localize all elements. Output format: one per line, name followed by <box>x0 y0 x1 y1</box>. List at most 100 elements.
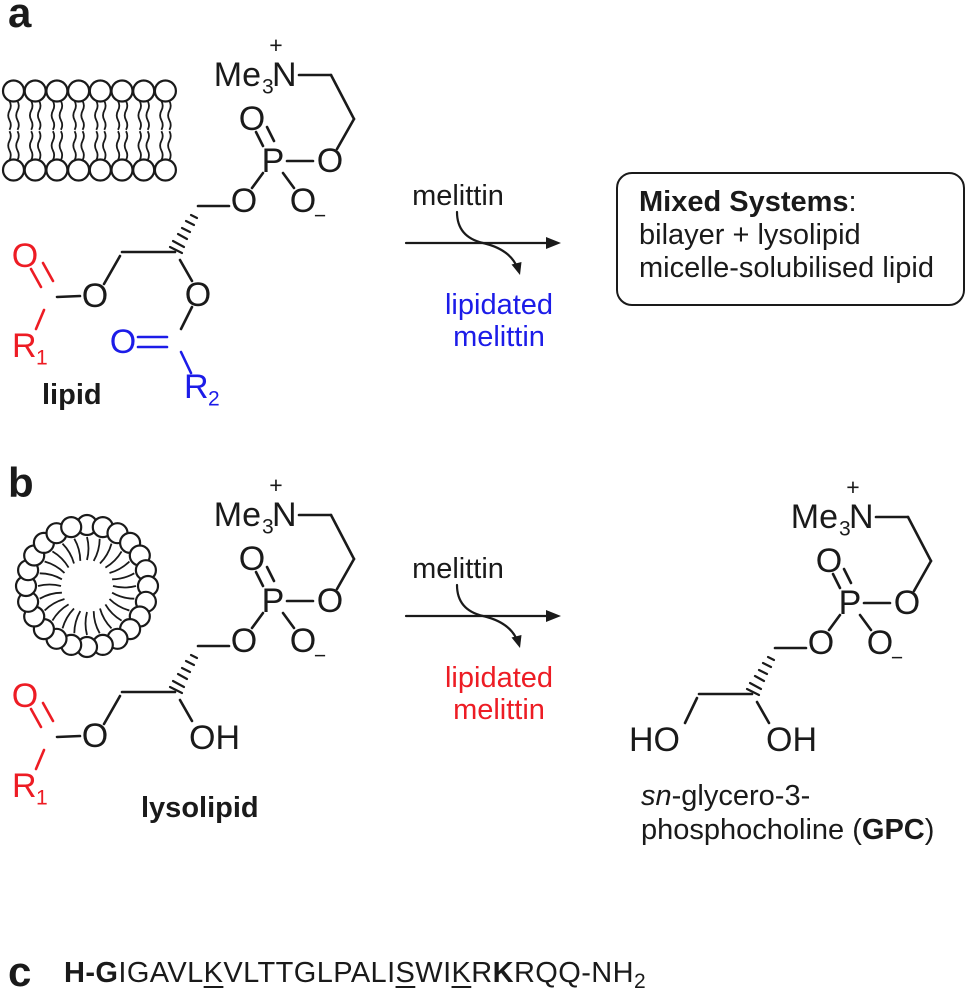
sequence-segment: K <box>492 957 514 989</box>
panel-label-a: a <box>8 0 32 36</box>
gpc-structure: + Me 3 N O P O O O − <box>629 474 933 759</box>
atom-oh-sn2: OH <box>766 721 817 759</box>
atom-me-sub3: 3 <box>262 76 274 99</box>
sn1-acyl-group: O O R 1 <box>12 677 108 810</box>
gpc-caption-line2-pre: phosphocholine ( <box>641 814 862 846</box>
atom-r1-sub: 1 <box>36 347 48 370</box>
sequence-segment: WI <box>415 957 452 989</box>
atom-me: Me <box>214 56 261 94</box>
atom-n: N <box>849 498 874 536</box>
charge-plus: + <box>269 32 282 58</box>
atom-r1: R <box>12 767 37 805</box>
sequence-segment: R <box>471 957 493 989</box>
sequence-segment: K <box>451 957 472 989</box>
bond-lines <box>196 73 356 208</box>
lysolipid-name-label: lysolipid <box>141 792 259 824</box>
sequence-segment: K <box>203 957 224 989</box>
catalyst-label-b: melittin <box>412 553 504 585</box>
panel-label-c: c <box>8 948 32 995</box>
sequence-segment: S <box>395 957 416 989</box>
atom-o-anionic: O <box>290 622 316 660</box>
glycerol-backbone-b <box>102 690 194 726</box>
glycerol-backbone-gpc <box>683 692 771 725</box>
atom-ho-sn1: HO <box>629 721 680 759</box>
atom-o-double: O <box>239 100 265 138</box>
byproduct-label-a: lipidated melittin <box>444 289 554 353</box>
sn2-acyl-group: O O R 2 <box>110 276 220 411</box>
lipid-name-label: lipid <box>42 379 102 411</box>
reaction-arrow-a <box>404 210 561 275</box>
atom-r2-sub: 2 <box>208 388 220 411</box>
atom-n: N <box>272 496 297 534</box>
atom-o-glycerol: O <box>231 182 257 220</box>
panel-label-b: b <box>8 459 34 506</box>
micelle-lipids <box>14 513 160 659</box>
atom-o-ester2: O <box>185 276 211 314</box>
gpc-caption-line2: phosphocholine (GPC) <box>641 813 934 847</box>
glycerol-backbone-a <box>102 250 194 286</box>
atom-me-sub3: 3 <box>839 518 851 541</box>
mixed-systems-title: Mixed Systems <box>639 186 849 218</box>
atom-o-choline: O <box>317 582 343 620</box>
atom-me: Me <box>791 498 838 536</box>
mixed-systems-line2: bilayer + lysolipid <box>639 219 861 251</box>
gpc-caption-line2-post: ) <box>924 814 935 846</box>
phosphocholine-head-gpc: + Me 3 N O P O O O − <box>745 474 933 697</box>
sequence-segment: IGAVL <box>118 957 204 989</box>
byproduct-label-b: lipidated melittin <box>444 662 554 726</box>
sn1-acyl-group: O O R 1 <box>12 237 108 370</box>
micelle-illustration <box>14 513 160 659</box>
bond-lines <box>773 515 933 650</box>
charge-minus: − <box>314 205 326 228</box>
atom-o-choline: O <box>894 584 920 622</box>
charge-minus: − <box>314 645 326 668</box>
atom-o-choline: O <box>317 142 343 180</box>
charge-plus: + <box>269 472 282 498</box>
phosphocholine-head-a: + Me 3 N O P O O O − <box>168 32 356 255</box>
mixed-systems-colon: : <box>848 186 857 218</box>
gpc-abbrev: GPC <box>861 814 925 846</box>
atom-o-anionic: O <box>290 182 316 220</box>
atom-o-ester1: O <box>82 277 108 315</box>
atom-o-double: O <box>816 542 842 580</box>
gpc-caption-line1: sn-glycero-3- <box>641 779 934 813</box>
atom-p: P <box>262 582 285 620</box>
lipid-structure: + Me 3 N O P O O O − <box>12 32 356 411</box>
atom-p: P <box>262 142 285 180</box>
atom-n: N <box>272 56 297 94</box>
atom-o-double: O <box>239 540 265 578</box>
atom-p: P <box>839 584 862 622</box>
atom-me: Me <box>214 496 261 534</box>
sequence-segment: H-G <box>64 957 119 989</box>
gpc-sn-italic: sn <box>641 780 672 812</box>
atom-r2: R <box>184 368 209 406</box>
hashed-wedge <box>168 213 199 255</box>
hashed-wedge <box>168 653 199 695</box>
phosphocholine-head-b: + Me 3 N O P O O O − <box>168 472 356 695</box>
catalyst-label-a: melittin <box>412 180 504 212</box>
gpc-caption: sn-glycero-3- phosphocholine (GPC) <box>641 779 934 847</box>
mixed-systems-line3: micelle-solubilised lipid <box>639 252 934 284</box>
atom-oh-sn2: OH <box>189 719 240 757</box>
gpc-caption-line1-rest: -glycero-3- <box>671 780 811 812</box>
atom-o-carbonyl1: O <box>12 237 38 275</box>
atom-o-glycerol: O <box>231 622 257 660</box>
lysolipid-structure: + Me 3 N O P O O O − <box>12 472 356 810</box>
bilayer-lipids <box>1 79 177 182</box>
atom-r1: R <box>12 327 37 365</box>
mixed-systems-title-line: Mixed Systems: <box>639 186 963 219</box>
atom-r1-sub: 1 <box>36 787 48 810</box>
bond-lines <box>196 513 356 648</box>
bilayer-illustration <box>1 79 177 182</box>
atom-me-sub3: 3 <box>262 516 274 539</box>
atom-o-ester1: O <box>82 717 108 755</box>
sequence-segment: 2 <box>633 970 647 993</box>
charge-plus: + <box>846 474 859 500</box>
sequence-segment: VLTTGLPALI <box>223 957 396 989</box>
hashed-wedge <box>745 655 776 697</box>
atom-o-anionic: O <box>867 624 893 662</box>
melittin-sequence: H-GIGAVLKVLTTGLPALISWIKRKRQQ-NH2 <box>64 957 646 994</box>
mixed-systems-box: Mixed Systems: bilayer + lysolipid micel… <box>616 172 965 306</box>
atom-o-glycerol: O <box>808 624 834 662</box>
